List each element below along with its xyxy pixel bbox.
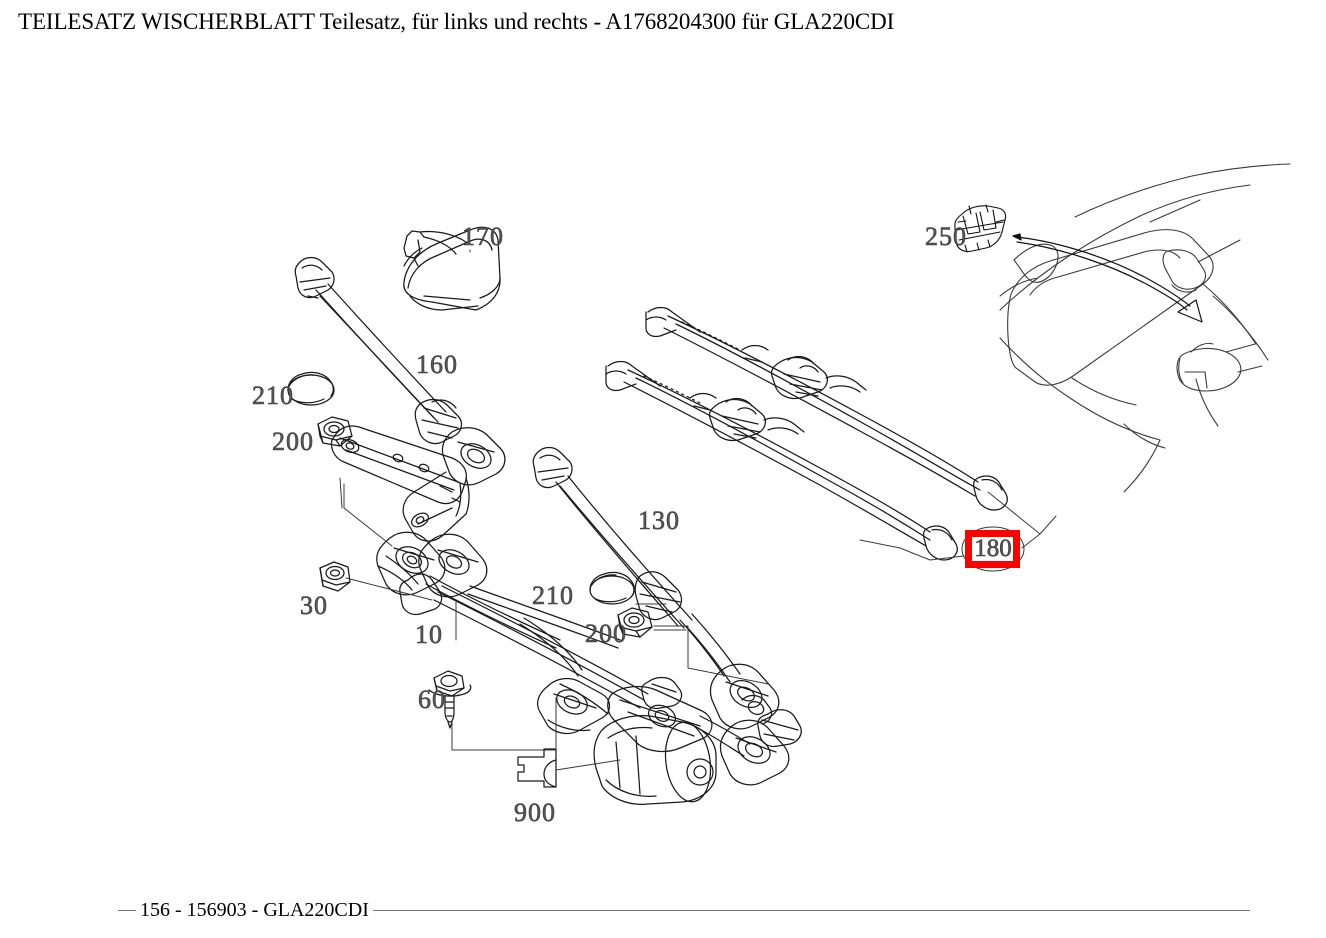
- callout-200-upper[interactable]: 200: [272, 427, 314, 456]
- callout-30[interactable]: 30: [300, 591, 328, 620]
- part-200-nut-upper: [317, 416, 353, 447]
- callout-180[interactable]: 180: [974, 535, 1012, 562]
- callout-60[interactable]: 60: [418, 685, 446, 714]
- callout-200-middle[interactable]: 200: [585, 619, 627, 648]
- highlight-selection-box[interactable]: [965, 530, 1020, 568]
- part-60-bolt: [428, 670, 472, 729]
- callout-180-ellipse: [961, 526, 1025, 572]
- part-200-nut-middle: [617, 607, 653, 638]
- callout-10[interactable]: 10: [415, 620, 443, 649]
- sensor-mount-arrow: [1012, 233, 1203, 323]
- callout-250[interactable]: 250: [925, 222, 967, 251]
- part-10-wiper-linkage-assembly: [376, 531, 802, 805]
- part-180-wiper-blade-lower: [605, 360, 958, 561]
- part-170-arm-cover: [403, 226, 501, 311]
- callout-170[interactable]: 170: [462, 222, 504, 251]
- part-30-nut: [319, 561, 351, 592]
- callout-900[interactable]: 900: [514, 798, 556, 827]
- footer-reference: 156 - 156903 - GLA220CDI: [136, 897, 373, 923]
- part-210-cap-upper: [287, 371, 335, 406]
- callout-130[interactable]: 130: [638, 506, 680, 535]
- callout-160[interactable]: 160: [416, 350, 458, 379]
- callout-210-upper[interactable]: 210: [252, 381, 294, 410]
- part-900-clip: [517, 748, 557, 788]
- leader-lines-180: [859, 491, 1057, 561]
- callout-210-middle[interactable]: 210: [532, 581, 574, 610]
- part-130-wiper-arm: [532, 446, 780, 730]
- footer-divider: [118, 910, 1250, 911]
- part-250-rain-sensor: [954, 204, 1007, 253]
- page-title: TEILESATZ WISCHERBLATT Teilesatz, für li…: [18, 9, 895, 34]
- car-body-outline: [999, 163, 1291, 493]
- part-160-wiper-arm: [294, 256, 506, 542]
- part-210-cap-middle: [589, 571, 635, 605]
- leader-lines: [339, 249, 769, 771]
- part-180-wiper-blade-upper: [645, 306, 1008, 511]
